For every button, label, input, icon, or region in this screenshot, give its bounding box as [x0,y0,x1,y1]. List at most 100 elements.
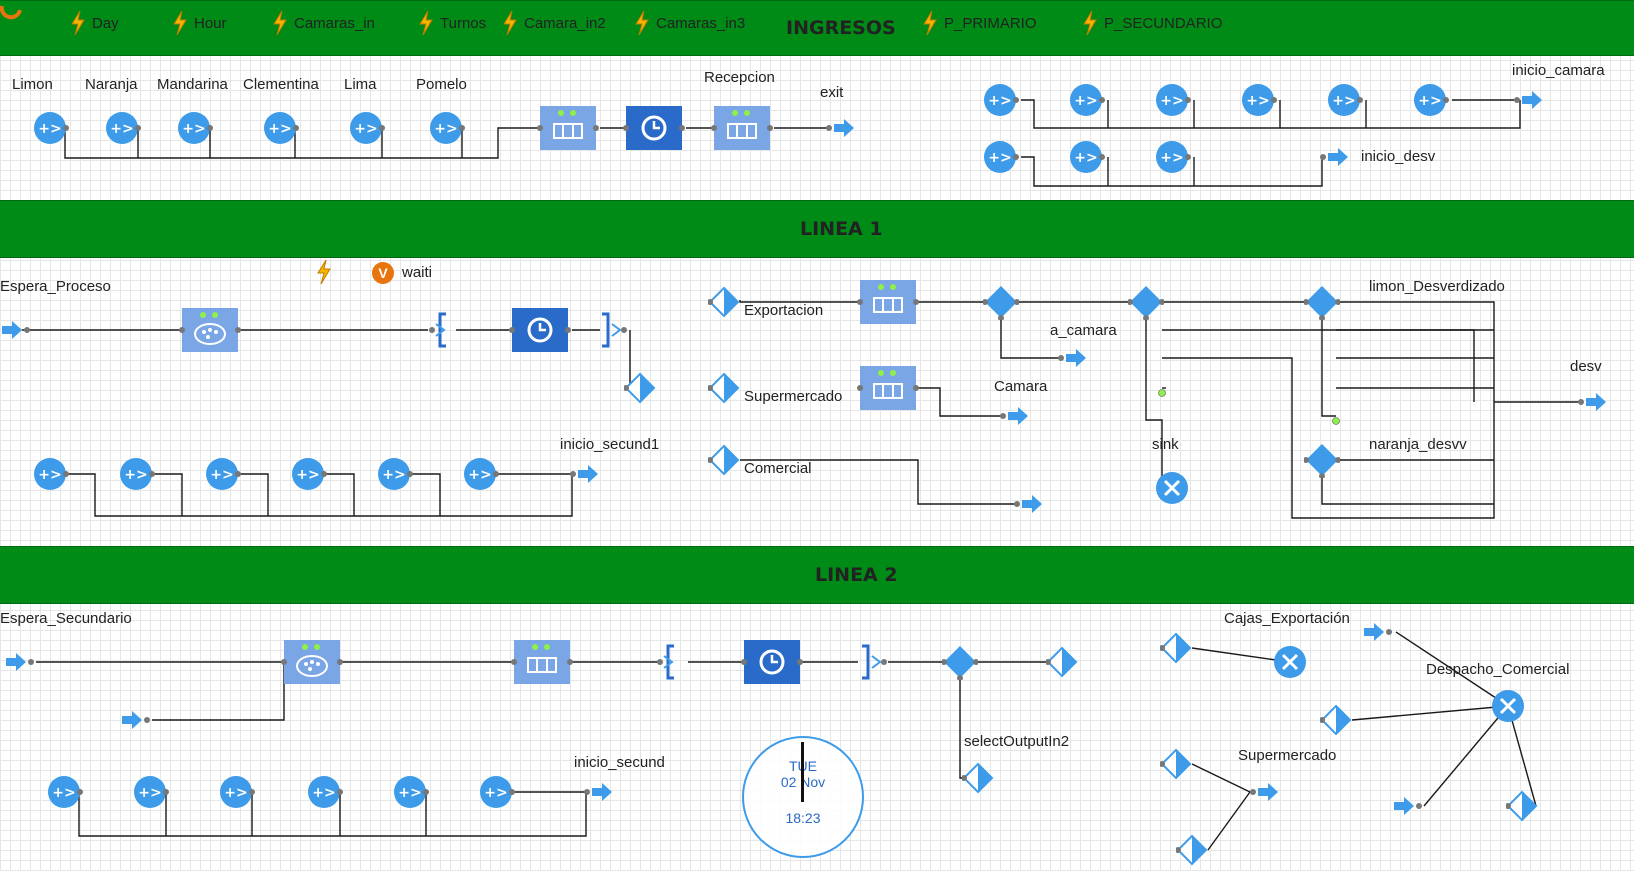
select-output-icon[interactable] [941,644,979,685]
select-input-icon[interactable] [707,372,740,409]
source-icon[interactable]: +> [104,110,144,151]
source-icon[interactable]: +> [46,774,86,815]
select-input-icon[interactable] [1319,704,1352,741]
event-turnos[interactable]: Turnos [418,10,486,36]
source-icon[interactable]: +> [262,110,302,151]
source-icon[interactable]: +> [376,456,416,497]
release-icon[interactable] [596,310,628,355]
select-output-icon[interactable] [1303,442,1341,483]
exit-arrow-icon[interactable] [1058,346,1088,375]
queue-icon[interactable] [857,366,919,415]
source-icon[interactable]: +> [392,774,432,815]
source-icon[interactable]: +> [204,456,244,497]
svg-text:+>: +> [138,785,161,801]
port-dot-icon[interactable] [1158,384,1166,402]
source-icon[interactable]: +> [306,774,346,815]
select-input-icon[interactable] [1045,646,1078,683]
sink-icon[interactable] [1490,688,1526,729]
source-icon[interactable]: +> [218,774,258,815]
queue-icon[interactable] [857,280,919,329]
source-icon[interactable]: +> [1154,82,1194,123]
event-camaras-in[interactable]: Camaras_in [272,10,375,36]
source-icon[interactable]: +> [1240,82,1280,123]
release-icon[interactable] [856,642,888,687]
enter-arrow-icon[interactable] [4,650,34,679]
model-clock: TUE 02 Nov 18:23 [742,736,864,858]
cajas-exportacion-label: Cajas_Exportación [1224,610,1350,627]
select-output-icon[interactable] [1127,284,1165,325]
event-p-primario[interactable]: P_PRIMARIO [922,10,1037,36]
exit-arrow-icon[interactable] [570,462,600,491]
port-dot-icon[interactable] [1332,412,1340,430]
source-icon[interactable]: +> [428,110,468,151]
sink-icon[interactable] [1272,644,1308,685]
queue-icon[interactable] [711,106,773,155]
select-input-icon[interactable] [707,286,740,323]
source-icon[interactable]: +> [32,456,72,497]
supermercado2-label: Supermercado [1238,747,1337,764]
select-input-icon[interactable] [707,444,740,481]
exit-arrow-icon[interactable] [826,116,856,145]
linea1-title: LINEA 1 [800,218,883,240]
svg-text:+>: +> [382,467,405,483]
enter-arrow-icon[interactable] [1362,620,1392,649]
source-icon[interactable]: +> [982,82,1022,123]
source-icon[interactable]: +> [118,456,158,497]
service-icon[interactable] [281,640,343,689]
source-icon[interactable]: +> [32,110,72,151]
variable-icon[interactable]: V [372,262,394,284]
select-input-icon[interactable] [1505,790,1538,827]
enter-arrow-icon[interactable] [120,708,150,737]
event-bolt-icon[interactable] [316,258,332,286]
source-icon[interactable]: +> [348,110,388,151]
seize-icon[interactable] [428,310,460,355]
delay-icon[interactable] [509,308,571,357]
select-output-icon[interactable] [1303,284,1341,325]
svg-text:+>: +> [210,467,233,483]
event-hour[interactable]: Hour [172,10,227,36]
select-input-icon[interactable] [1159,632,1192,669]
select-input-icon[interactable] [623,372,656,409]
source-icon[interactable]: +> [982,139,1022,180]
event-camaras-in3[interactable]: Camaras_in3 [634,10,745,36]
wire [1423,705,1509,807]
select-input-icon[interactable] [1175,834,1208,871]
exit-arrow-icon[interactable] [584,780,614,809]
queue-icon[interactable] [537,106,599,155]
event-label: P_PRIMARIO [944,14,1037,32]
svg-text:+>: +> [110,121,133,137]
source-icon[interactable]: +> [1412,82,1452,123]
event-camara-in2[interactable]: Camara_in2 [502,10,606,36]
event-p-secundario[interactable]: P_SECUNDARIO [1082,10,1222,36]
wire [740,459,1018,505]
select-input-icon[interactable] [1159,748,1192,785]
enter-arrow-icon[interactable] [0,318,30,347]
seize-icon[interactable] [656,642,688,687]
svg-text:+>: +> [434,121,457,137]
source-icon[interactable]: +> [1154,139,1194,180]
exit-arrow-icon[interactable] [1578,390,1608,419]
event-day[interactable]: Day [70,10,119,36]
source-icon[interactable]: +> [462,456,502,497]
svg-text:+>: +> [224,785,247,801]
exit-arrow-icon[interactable] [1514,88,1544,117]
select-output-icon[interactable] [982,284,1020,325]
service-icon[interactable] [179,308,241,357]
sink-icon[interactable] [1154,470,1190,511]
source-icon[interactable]: +> [1068,82,1108,123]
source-icon[interactable]: +> [132,774,172,815]
exit-arrow-icon[interactable] [1000,404,1030,433]
delay-icon[interactable] [623,106,685,155]
exit-arrow-icon[interactable] [1320,145,1350,174]
source-icon[interactable]: +> [1068,139,1108,180]
source-icon[interactable]: +> [478,774,518,815]
exit-arrow-icon[interactable] [1250,780,1280,809]
source-icon[interactable]: +> [1326,82,1366,123]
source-icon[interactable]: +> [176,110,216,151]
delay-icon[interactable] [741,640,803,689]
queue-icon[interactable] [511,640,573,689]
enter-arrow-icon[interactable] [1392,794,1422,823]
exit-arrow-icon[interactable] [1014,492,1044,521]
select-input-icon[interactable] [961,762,994,799]
source-icon[interactable]: +> [290,456,330,497]
